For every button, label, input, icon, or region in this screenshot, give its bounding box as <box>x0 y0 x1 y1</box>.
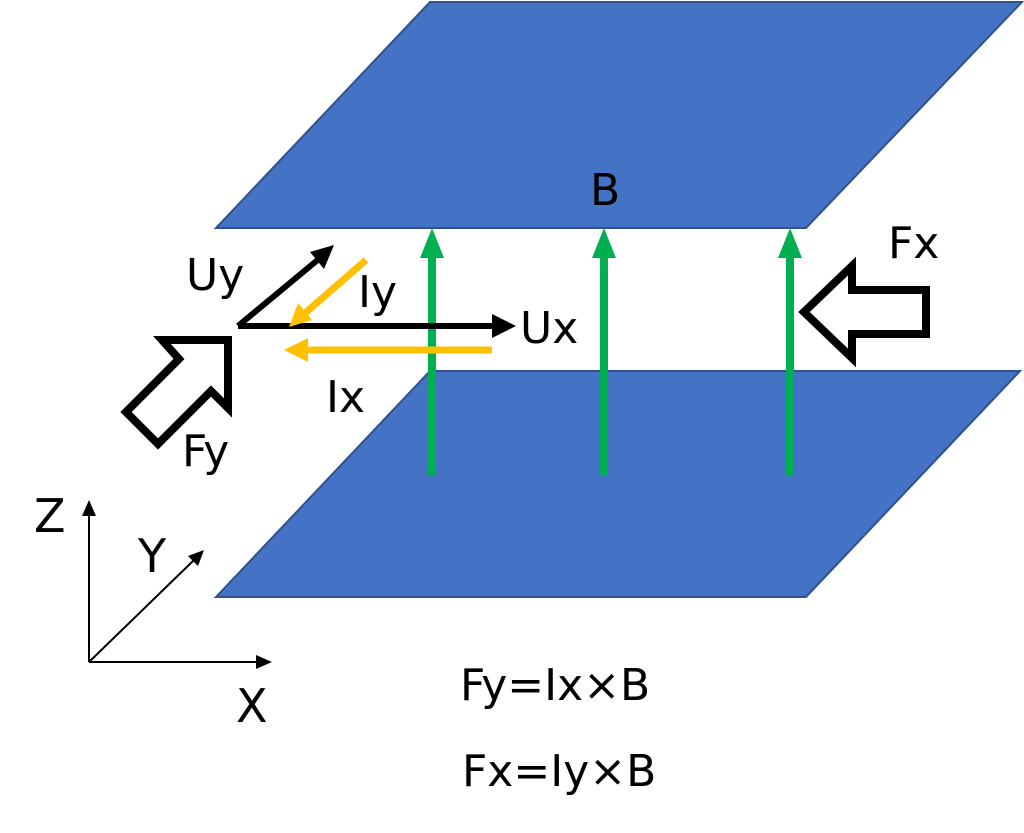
axis-x-label: X <box>236 679 268 733</box>
equation-fx: Fx=Iy×B <box>462 746 656 797</box>
velocity-y-arrow-icon <box>236 245 334 329</box>
axis-z-label: Z <box>34 489 66 543</box>
bottom-plate <box>213 370 1023 598</box>
velocity-x-arrow-icon <box>238 314 516 338</box>
field-line-arrow-icon <box>420 228 444 475</box>
current-x-arrow-icon <box>284 338 492 362</box>
velocity-x-label: Ux <box>520 303 578 354</box>
velocity-y-label: Uy <box>186 250 244 301</box>
top-plate <box>213 1 1024 229</box>
force-x-label: Fx <box>888 218 939 269</box>
force-y-block-arrow-icon <box>120 336 232 450</box>
axis-y-label: Y <box>137 529 167 583</box>
current-y-arrow-icon <box>289 257 369 327</box>
force-y-label: Fy <box>182 426 229 477</box>
field-label: B <box>590 165 620 216</box>
axis-y-arrow-icon <box>88 550 204 663</box>
axis-x-arrow-icon <box>89 655 272 669</box>
axis-z-arrow-icon <box>82 500 96 662</box>
equation-fy: Fy=Ix×B <box>460 660 650 711</box>
magnetic-field-lines <box>420 228 802 475</box>
current-y-label: Iy <box>358 267 397 318</box>
field-line-arrow-icon <box>592 228 616 475</box>
current-x-label: Ix <box>326 372 365 423</box>
field-line-arrow-icon <box>778 228 802 475</box>
coordinate-axes <box>82 500 272 669</box>
force-x-block-arrow-icon <box>798 256 930 368</box>
